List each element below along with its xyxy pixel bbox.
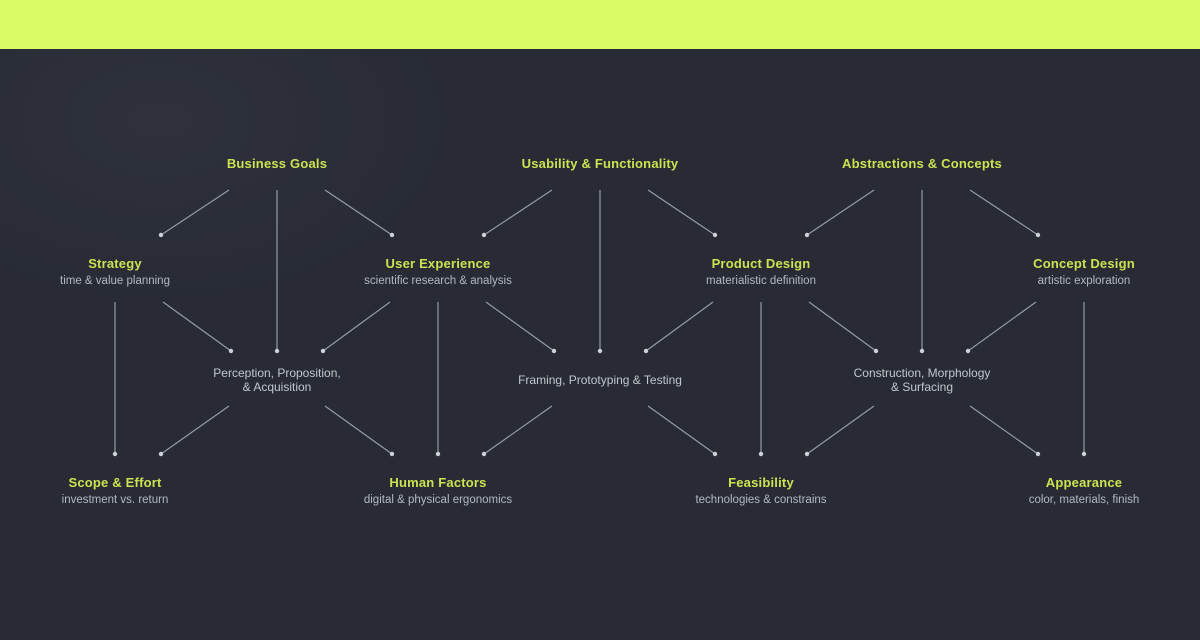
edge-endpoint-dot (158, 451, 164, 457)
edge-endpoint-dot (712, 451, 718, 457)
node-title: Human Factors (389, 475, 487, 490)
node-title: Usability & Functionality (521, 156, 679, 171)
node-title: Scope & Effort (68, 475, 162, 490)
node-construction-morphology-surfacing: Construction, Morphology& Surfacing (854, 366, 991, 394)
connector-label: & Surfacing (890, 380, 954, 394)
edge-endpoint-dot (435, 451, 441, 457)
edge-endpoint-dot (873, 348, 879, 354)
node-subtitle: investment vs. return (61, 494, 169, 506)
edge-endpoint-dot (551, 348, 557, 354)
node-concept-design: Concept Design artistic exploration (1033, 255, 1135, 290)
edge-framing-prototyping-testing--feasibility (647, 405, 716, 455)
edge-business-goals--strategy (160, 189, 230, 236)
connector-label: Perception, Proposition, (213, 366, 341, 380)
node-user-experience: User Experience scientific research & ana… (364, 255, 512, 290)
edge-abstractions-concepts--product-design (806, 189, 875, 236)
edge-endpoint-dot (1081, 451, 1087, 457)
connector-label: Framing, Prototyping & Testing (518, 373, 682, 387)
node-business-goals: Business Goals (227, 155, 327, 173)
edge-endpoint-dot (804, 451, 810, 457)
edge-perception-proposition-acquisition--human-factors (324, 405, 393, 455)
connector-label: Construction, Morphology (853, 366, 991, 380)
node-perception-proposition-acquisition: Perception, Proposition,& Acquisition (213, 366, 340, 394)
edge-endpoint-dot (228, 348, 234, 354)
node-subtitle: digital & physical ergonomics (363, 494, 513, 506)
edge-business-goals--user-experience (324, 189, 393, 236)
edge-endpoint-dot (1035, 451, 1041, 457)
node-product-design: Product Design materialistic definition (706, 255, 816, 290)
node-title: Appearance (1045, 475, 1123, 490)
node-scope-effort: Scope & Effort investment vs. return (62, 474, 169, 509)
node-framing-prototyping-testing: Framing, Prototyping & Testing (518, 373, 682, 387)
edge-endpoint-dot (158, 232, 164, 238)
edge-abstractions-concepts--concept-design (969, 189, 1039, 236)
edge-construction-morphology-surfacing--appearance (969, 405, 1039, 455)
node-title: Business Goals (226, 156, 328, 171)
node-title: User Experience (385, 256, 491, 271)
edge-endpoint-dot (804, 232, 810, 238)
edge-endpoint-dot (1035, 232, 1041, 238)
node-subtitle: artistic exploration (1037, 275, 1131, 287)
node-title: Concept Design (1033, 256, 1135, 271)
node-human-factors: Human Factors digital & physical ergonomi… (364, 474, 512, 509)
node-title: Feasibility (728, 475, 794, 490)
edge-framing-prototyping-testing--human-factors (483, 405, 553, 455)
edge-endpoint-dot (481, 232, 487, 238)
edge-product-design--framing-prototyping-testing (645, 301, 714, 352)
edge-usability-functionality--product-design (647, 189, 716, 236)
edge-endpoint-dot (389, 451, 395, 457)
node-title: Product Design (711, 256, 811, 271)
edge-endpoint-dot (112, 451, 118, 457)
edge-endpoint-dot (712, 232, 718, 238)
node-appearance: Appearance color, materials, finish (1029, 474, 1140, 509)
edge-user-experience--perception-proposition-acquisition (322, 301, 391, 352)
node-abstractions-concepts: Abstractions & Concepts (842, 155, 1002, 173)
node-subtitle: scientific research & analysis (364, 275, 512, 287)
edge-endpoint-dot (320, 348, 326, 354)
edge-user-experience--framing-prototyping-testing (485, 301, 555, 352)
node-subtitle: time & value planning (60, 275, 170, 287)
edge-concept-design--construction-morphology-surfacing (967, 301, 1037, 352)
edge-endpoint-dot (919, 348, 925, 354)
edge-product-design--construction-morphology-surfacing (808, 301, 877, 352)
edge-strategy--perception-proposition-acquisition (162, 301, 232, 352)
edge-endpoint-dot (481, 451, 487, 457)
edge-usability-functionality--user-experience (483, 189, 553, 236)
node-subtitle: technologies & constrains (695, 494, 827, 506)
connector-label: & Acquisition (242, 380, 312, 394)
node-subtitle: materialistic definition (706, 275, 816, 287)
node-usability-functionality: Usability & Functionality (522, 155, 679, 173)
brand-bar (0, 0, 1200, 49)
node-title: Strategy (88, 256, 142, 271)
edge-endpoint-dot (758, 451, 764, 457)
node-title: Abstractions & Concepts (842, 156, 1002, 171)
edge-perception-proposition-acquisition--scope-effort (160, 405, 230, 455)
edge-construction-morphology-surfacing--feasibility (806, 405, 875, 455)
node-feasibility: Feasibility technologies & constrains (695, 474, 826, 509)
edge-endpoint-dot (597, 348, 603, 354)
edge-endpoint-dot (643, 348, 649, 354)
node-subtitle: color, materials, finish (1028, 494, 1140, 506)
edge-endpoint-dot (274, 348, 280, 354)
edge-endpoint-dot (389, 232, 395, 238)
edge-endpoint-dot (965, 348, 971, 354)
node-strategy: Strategy time & value planning (60, 255, 170, 290)
